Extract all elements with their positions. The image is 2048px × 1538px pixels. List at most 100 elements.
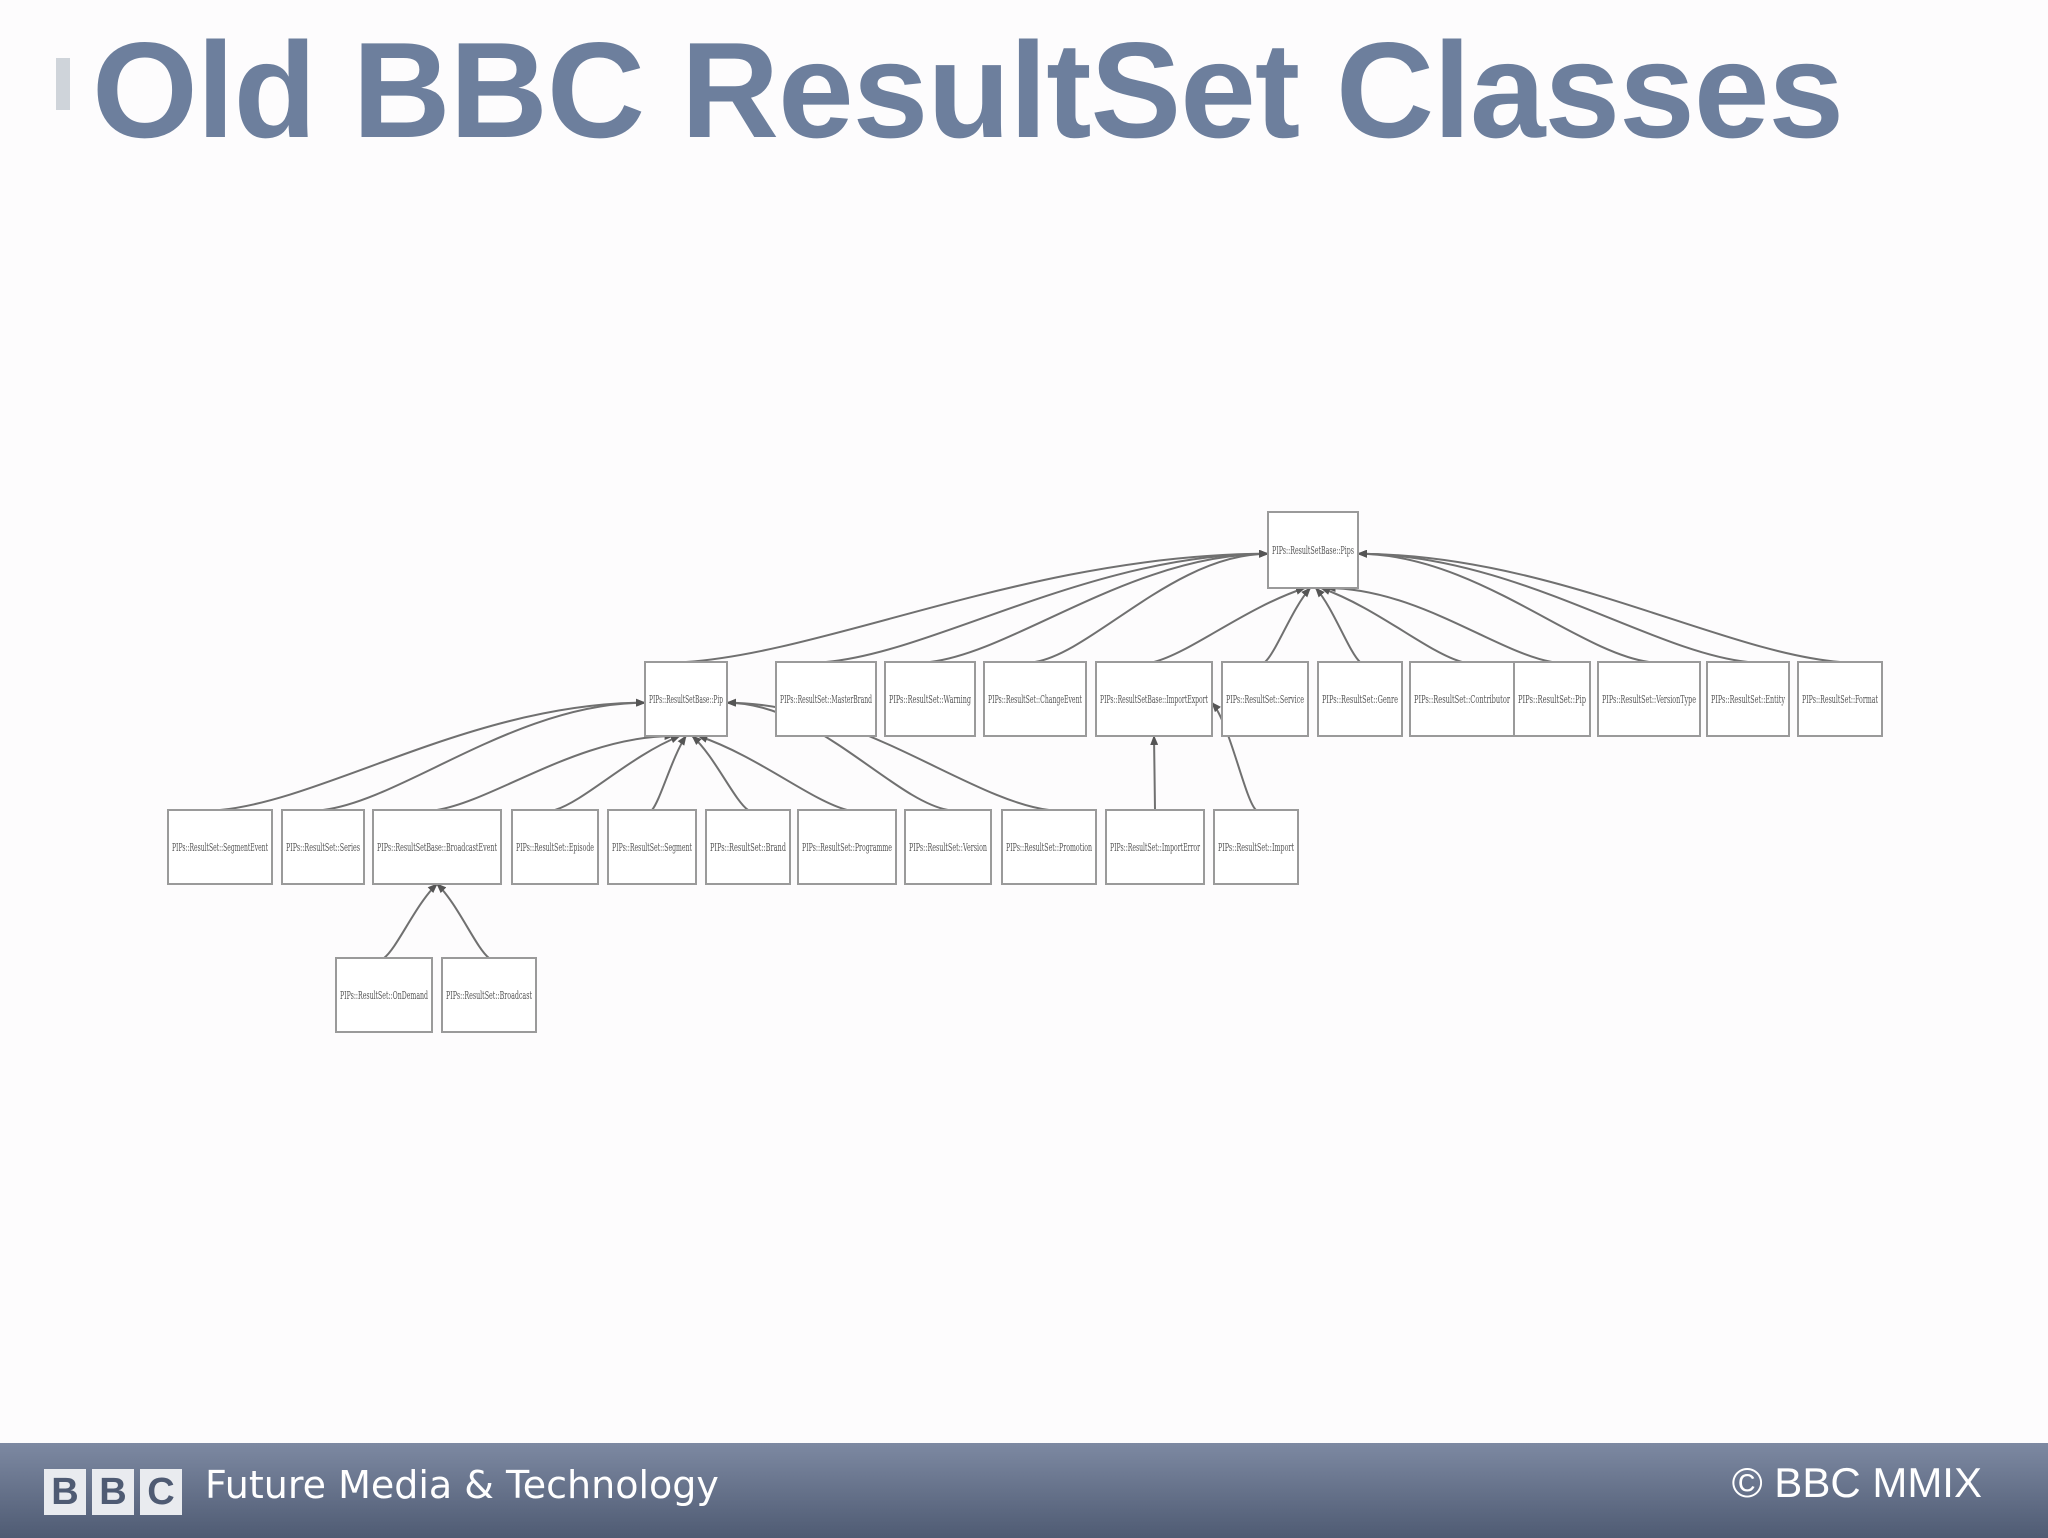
class-node-label: PIPs::ResultSetBase::BroadcastEvent <box>377 841 497 854</box>
class-node: PIPs::ResultSet::Service <box>1221 661 1309 737</box>
footer-bar: B B C Future Media & Technology © BBC MM… <box>0 1443 2048 1538</box>
inheritance-edge <box>929 549 1269 663</box>
class-node-box <box>705 809 791 885</box>
footer-department: Future Media & Technology <box>205 1463 719 1507</box>
class-node-box <box>1797 661 1883 737</box>
class-node-label: PIPs::ResultSet::Pip <box>1518 693 1586 706</box>
class-node-label: PIPs::ResultSet::SegmentEvent <box>172 841 268 854</box>
class-node-label: PIPs::ResultSet::Warning <box>889 693 971 706</box>
class-node-label: PIPs::ResultSet::Contributor <box>1414 693 1510 706</box>
class-node: PIPs::ResultSet::Format <box>1797 661 1883 737</box>
class-node-label: PIPs::ResultSetBase::Pips <box>1272 544 1354 557</box>
class-node: PIPs::ResultSet::OnDemand <box>335 957 433 1033</box>
class-node-label: PIPs::ResultSet::Format <box>1802 693 1878 706</box>
class-node-label: PIPs::ResultSetBase::Pip <box>649 693 723 706</box>
inheritance-edge <box>1034 549 1269 663</box>
class-node-label: PIPs::ResultSet::Version <box>909 841 987 854</box>
class-node: PIPs::ResultSet::MasterBrand <box>775 661 877 737</box>
class-node: PIPs::ResultSet::ImportError <box>1105 809 1205 885</box>
class-node-label: PIPs::ResultSet::MasterBrand <box>780 693 872 706</box>
class-node: PIPs::ResultSet::Entity <box>1706 661 1790 737</box>
class-node-box <box>904 809 992 885</box>
class-node: PIPs::ResultSet::Genre <box>1317 661 1403 737</box>
inheritance-edge <box>1357 549 1650 663</box>
class-node: PIPs::ResultSetBase::ImportExport <box>1095 661 1213 737</box>
class-node-box <box>884 661 976 737</box>
bbc-logo-block: B <box>44 1469 86 1515</box>
inheritance-edge <box>1264 587 1312 663</box>
class-node: PIPs::ResultSet::VersionType <box>1597 661 1701 737</box>
inheritance-edge <box>219 698 646 811</box>
class-node-label: PIPs::ResultSet::Brand <box>710 841 786 854</box>
class-node: PIPs::ResultSet::Contributor <box>1409 661 1515 737</box>
inheritance-edge <box>1211 701 1257 811</box>
inheritance-edge <box>554 735 681 811</box>
class-node-box <box>1317 661 1403 737</box>
inheritance-edge <box>1357 549 1749 663</box>
inheritance-edge <box>1325 584 1553 663</box>
class-node-label: PIPs::ResultSetBase::ImportExport <box>1100 693 1208 706</box>
class-node-box <box>281 809 365 885</box>
class-node: PIPs::ResultSetBase::Pip <box>644 661 728 737</box>
class-node-box <box>775 661 877 737</box>
class-node-box <box>1105 809 1205 885</box>
class-node-box <box>1001 809 1097 885</box>
class-node-label: PIPs::ResultSet::Genre <box>1322 693 1398 706</box>
inheritance-edge <box>436 732 675 811</box>
class-node-label: PIPs::ResultSet::ImportError <box>1110 841 1200 854</box>
inheritance-edge <box>1320 587 1463 663</box>
class-node: PIPs::ResultSet::Brand <box>705 809 791 885</box>
class-node-box <box>607 809 697 885</box>
class-node-box <box>1409 661 1515 737</box>
class-node-label: PIPs::ResultSet::Import <box>1218 841 1294 854</box>
class-node-box <box>1597 661 1701 737</box>
inheritance-edge <box>1357 549 1841 663</box>
class-node-box <box>511 809 599 885</box>
class-node-box <box>1706 661 1790 737</box>
inheritance-edge <box>1150 735 1159 811</box>
class-node: PIPs::ResultSetBase::Pips <box>1267 511 1359 589</box>
inheritance-edge <box>651 735 687 811</box>
class-node-label: PIPs::ResultSet::OnDemand <box>340 989 428 1002</box>
class-node-label: PIPs::ResultSet::Series <box>286 841 360 854</box>
class-node-box <box>372 809 502 885</box>
class-node: PIPs::ResultSet::Episode <box>511 809 599 885</box>
slide-title: Old BBC ResultSet Classes <box>92 14 1844 166</box>
class-node-box <box>644 661 728 737</box>
class-node: PIPs::ResultSet::Broadcast <box>441 957 537 1033</box>
inheritance-edge <box>1314 587 1361 663</box>
class-node-box <box>983 661 1087 737</box>
inheritance-edge <box>436 883 490 959</box>
class-node: PIPs::ResultSet::Warning <box>884 661 976 737</box>
class-node-label: PIPs::ResultSet::Broadcast <box>446 989 532 1002</box>
inheritance-edge <box>825 549 1269 663</box>
class-node-box <box>167 809 273 885</box>
inheritance-edge <box>691 735 749 811</box>
class-node: PIPs::ResultSet::ChangeEvent <box>983 661 1087 737</box>
class-node-label: PIPs::ResultSet::VersionType <box>1602 693 1696 706</box>
class-node: PIPs::ResultSet::Programme <box>797 809 897 885</box>
class-node: PIPs::ResultSet::Segment <box>607 809 697 885</box>
class-node-label: PIPs::ResultSet::Episode <box>516 841 594 854</box>
class-node: PIPs::ResultSet::Series <box>281 809 365 885</box>
inheritance-edge <box>726 698 949 811</box>
class-node-box <box>1095 661 1213 737</box>
inheritance-edge <box>697 735 848 811</box>
class-node-box <box>335 957 433 1033</box>
class-node: PIPs::ResultSetBase::BroadcastEvent <box>372 809 502 885</box>
class-node-box <box>1221 661 1309 737</box>
bbc-logo-block: C <box>140 1469 182 1515</box>
title-accent-bar <box>56 58 70 110</box>
class-node: PIPs::ResultSet::Import <box>1213 809 1299 885</box>
class-node: PIPs::ResultSet::Pip <box>1513 661 1591 737</box>
class-node-box <box>797 809 897 885</box>
class-node-label: PIPs::ResultSet::ChangeEvent <box>988 693 1082 706</box>
class-node-label: PIPs::ResultSet::Service <box>1226 693 1304 706</box>
class-node-box <box>1213 809 1299 885</box>
class-node-label: PIPs::ResultSet::Programme <box>802 841 892 854</box>
footer-copyright: © BBC MMIX <box>1731 1459 1982 1506</box>
inheritance-edge <box>322 698 646 811</box>
inheritance-edge <box>685 549 1269 663</box>
class-node-label: PIPs::ResultSet::Entity <box>1711 693 1785 706</box>
class-node: PIPs::ResultSet::Version <box>904 809 992 885</box>
